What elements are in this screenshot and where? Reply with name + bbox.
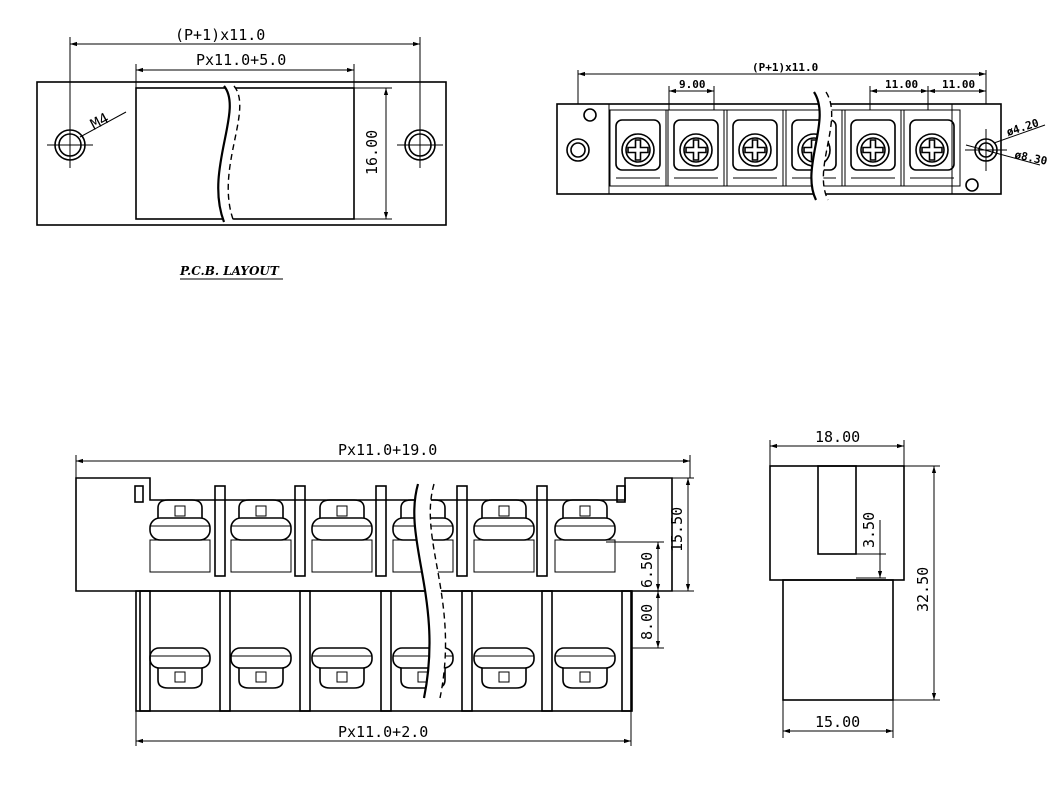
side-height-dimension: 32.50	[914, 567, 932, 612]
front-height-dimension: 15.50	[668, 507, 686, 552]
pcb-height-dimension: 16.00	[363, 130, 381, 175]
top-view-terminal	[844, 109, 902, 187]
pcb-inner-dimension: Px11.0+5.0	[196, 51, 286, 69]
pcb-layout-view: M4 (P+1)x11.0 Px11.0+5.0 16.00 P.C.B. LA…	[36, 26, 447, 280]
top-view-terminal	[609, 109, 667, 187]
hole-diameter-dimension: ø4.20	[1005, 116, 1041, 139]
top-view-terminal	[903, 109, 961, 187]
front-view-barrier	[536, 485, 553, 712]
front-view-barrier	[294, 485, 311, 712]
front-view-terminal	[311, 499, 373, 689]
top-overall-dimension: (P+1)x11.0	[752, 61, 818, 74]
screw-head	[856, 133, 890, 167]
front-view: Px11.0+19.0 Px11.0+2.0 15.50 6.50 8.00	[75, 441, 694, 746]
top-pitch-b-dimension: 11.00	[942, 78, 975, 91]
screw-head	[621, 133, 655, 167]
front-top-dimension: Px11.0+19.0	[338, 441, 437, 459]
pcb-overall-dimension: (P+1)x11.0	[175, 26, 265, 44]
front-view-terminal	[392, 499, 454, 689]
pcb-layout-caption: P.C.B. LAYOUT	[179, 264, 280, 278]
front-bottom-dimension: Px11.0+2.0	[338, 723, 428, 741]
front-view-terminal	[149, 499, 211, 689]
front-view-barrier	[616, 485, 633, 712]
front-mid-dimension: 6.50	[638, 552, 656, 588]
side-slot-dimension: 3.50	[860, 512, 878, 548]
screw-head	[915, 133, 949, 167]
front-view-terminal	[473, 499, 535, 689]
front-view-barrier	[214, 485, 231, 712]
top-view: (P+1)x11.0 9.00 11.00 11.00 ø4.20 ø8.30	[556, 61, 1048, 201]
top-pitch-dimension: 9.00	[679, 78, 706, 91]
screw-head	[679, 133, 713, 167]
front-view-barrier	[134, 485, 151, 712]
front-view-barrier	[456, 485, 473, 712]
top-view-terminal	[726, 109, 784, 187]
top-pitch-a-dimension: 11.00	[885, 78, 918, 91]
side-top-dimension: 18.00	[815, 428, 860, 446]
front-pin-dimension: 8.00	[638, 604, 656, 640]
flange-diameter-dimension: ø8.30	[1013, 148, 1048, 168]
side-view: 18.00 15.00 32.50 3.50	[769, 428, 940, 738]
top-view-terminal	[667, 109, 725, 187]
side-bottom-dimension: 15.00	[815, 713, 860, 731]
front-view-terminal	[230, 499, 292, 689]
hole-label: M4	[87, 109, 111, 133]
front-view-barrier	[375, 485, 392, 712]
front-view-terminal	[554, 499, 616, 689]
screw-head	[738, 133, 772, 167]
